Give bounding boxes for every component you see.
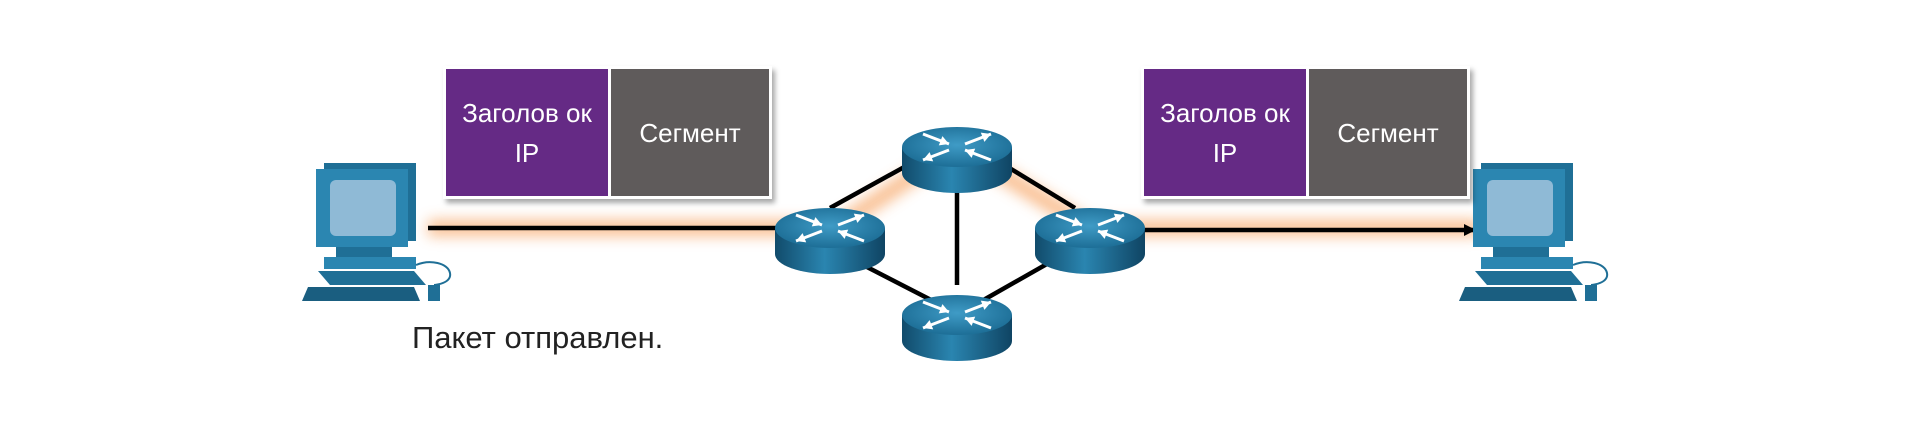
router-icon (902, 127, 1012, 193)
packet-sent-caption: Пакет отправлен. (412, 320, 664, 355)
source-computer (302, 163, 452, 301)
keyboard (1475, 271, 1583, 285)
router-icon (775, 208, 885, 274)
keyboard (318, 271, 426, 285)
packet-segment: Сегмент (1309, 69, 1467, 196)
packet-ip-header: Заголов ок IP (446, 69, 608, 196)
monitor-screen (330, 180, 396, 236)
mouse (1585, 285, 1597, 301)
router-icon (902, 295, 1012, 361)
packet-destination: Заголов ок IP Сегмент (1141, 66, 1470, 199)
router-icon (1035, 208, 1145, 274)
packet-source: Заголов ок IP Сегмент (443, 66, 772, 199)
packet-ip-header: Заголов ок IP (1144, 69, 1306, 196)
monitor-screen (1487, 180, 1553, 236)
mouse (428, 285, 440, 301)
packet-segment: Сегмент (611, 69, 769, 196)
destination-computer (1459, 163, 1609, 301)
